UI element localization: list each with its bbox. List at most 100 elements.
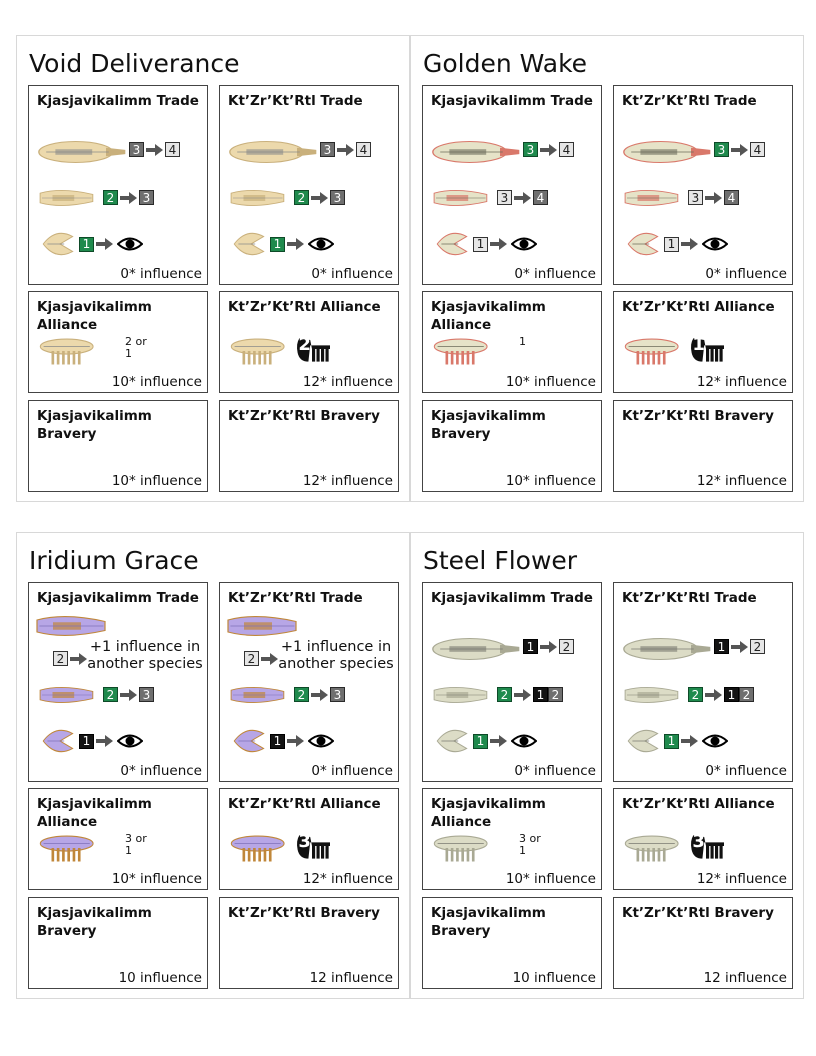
number-token: 2 <box>497 687 512 702</box>
faction-title: Steel Flower <box>423 546 578 575</box>
influence-label: 10 influence <box>512 970 596 986</box>
card-title: Kt’Zr’Kt’Rtl Trade <box>228 590 363 606</box>
trade-row: 1 <box>664 733 728 749</box>
arrow-right-icon <box>96 735 113 747</box>
bonus-text: +1 influence in another species <box>87 639 203 672</box>
number-token: 2 <box>548 687 563 702</box>
number-token: 1 <box>473 733 488 749</box>
influence-label: 10* influence <box>505 473 596 489</box>
card-title: Kt’Zr’Kt’Rtl Bravery <box>622 408 774 424</box>
bravery-card: Kjasjavikalimm Bravery 10 influence <box>422 897 602 989</box>
trade-row: 1 <box>473 236 537 252</box>
ship-icon <box>39 835 94 862</box>
trade-row: 1 <box>79 733 143 749</box>
influence-label: 10* influence <box>111 374 202 390</box>
alliance-note-bottom: 1 <box>519 335 526 348</box>
eye-icon <box>511 734 537 748</box>
influence-label: 0* influence <box>514 266 596 282</box>
card-title: Kjasjavikalimm Alliance <box>37 299 152 333</box>
ship-icon <box>42 729 74 753</box>
alliance-fist-icon: 3 <box>294 831 330 865</box>
ship-icon <box>38 140 126 164</box>
number-token: 3 <box>139 190 154 205</box>
arrow-right-icon <box>731 143 748 156</box>
eye-icon <box>117 237 143 251</box>
influence-label: 10* influence <box>111 871 202 887</box>
card-title: Kt’Zr’Kt’Rtl Alliance <box>622 796 775 812</box>
influence-label: 12* influence <box>302 473 393 489</box>
trade-row: 1 <box>270 733 334 749</box>
alliance-note-bottom: 1 <box>519 844 526 857</box>
influence-label: 10* influence <box>111 473 202 489</box>
ship-icon <box>42 232 74 256</box>
ship-icon <box>432 637 520 661</box>
arrow-right-icon <box>311 688 328 701</box>
eye-icon <box>511 237 537 251</box>
eye-icon <box>117 734 143 748</box>
ship-icon <box>624 338 679 365</box>
card-title: Kjasjavikalimm Bravery <box>431 905 546 939</box>
number-token: 1 <box>79 236 94 252</box>
card-title: Kjasjavikalimm Bravery <box>37 905 152 939</box>
influence-label: 12* influence <box>696 374 787 390</box>
card-title: Kt’Zr’Kt’Rtl Bravery <box>228 408 380 424</box>
ship-icon <box>233 729 265 753</box>
ship-icon <box>624 190 679 206</box>
alliance-note-top: 3 or <box>125 832 147 845</box>
number-token: 2 <box>103 190 118 205</box>
number-token: 4 <box>750 142 765 157</box>
card-title: Kjasjavikalimm Bravery <box>431 408 546 442</box>
number-token: 1 <box>79 733 94 749</box>
card-title: Kt’Zr’Kt’Rtl Trade <box>622 590 757 606</box>
influence-label: 10* influence <box>505 871 596 887</box>
arrow-right-icon <box>490 238 507 250</box>
ship-icon <box>433 687 488 703</box>
number-token: 2 <box>688 687 703 702</box>
arrow-right-icon <box>287 735 304 747</box>
number-token: 3 <box>330 190 345 205</box>
fist-number: 3 <box>692 831 705 853</box>
faction-title: Golden Wake <box>423 49 588 78</box>
card-title: Kt’Zr’Kt’Rtl Bravery <box>622 905 774 921</box>
number-token: 1 <box>523 639 538 654</box>
influence-label: 10 influence <box>118 970 202 986</box>
arrow-right-icon <box>337 143 354 156</box>
number-token: 3 <box>523 142 538 157</box>
card-title: Kjasjavikalimm Bravery <box>37 408 152 442</box>
arrow-right-icon <box>311 191 328 204</box>
number-token: 3 <box>497 190 512 205</box>
number-token: 4 <box>559 142 574 157</box>
arrow-right-icon <box>96 238 113 250</box>
alliance-fist-icon: 3 <box>688 831 724 865</box>
ship-icon <box>623 637 711 661</box>
ship-icon <box>230 687 285 703</box>
number-token: 2 <box>244 651 259 666</box>
card-title: Kt’Zr’Kt’Rtl Bravery <box>228 905 380 921</box>
ship-icon <box>436 232 468 256</box>
card-title: Kjasjavikalimm Trade <box>431 93 593 109</box>
card-title: Kjasjavikalimm Alliance <box>431 796 546 830</box>
number-token: 1 <box>270 236 285 252</box>
bravery-card: Kjasjavikalimm Bravery 10* influence <box>28 400 208 492</box>
